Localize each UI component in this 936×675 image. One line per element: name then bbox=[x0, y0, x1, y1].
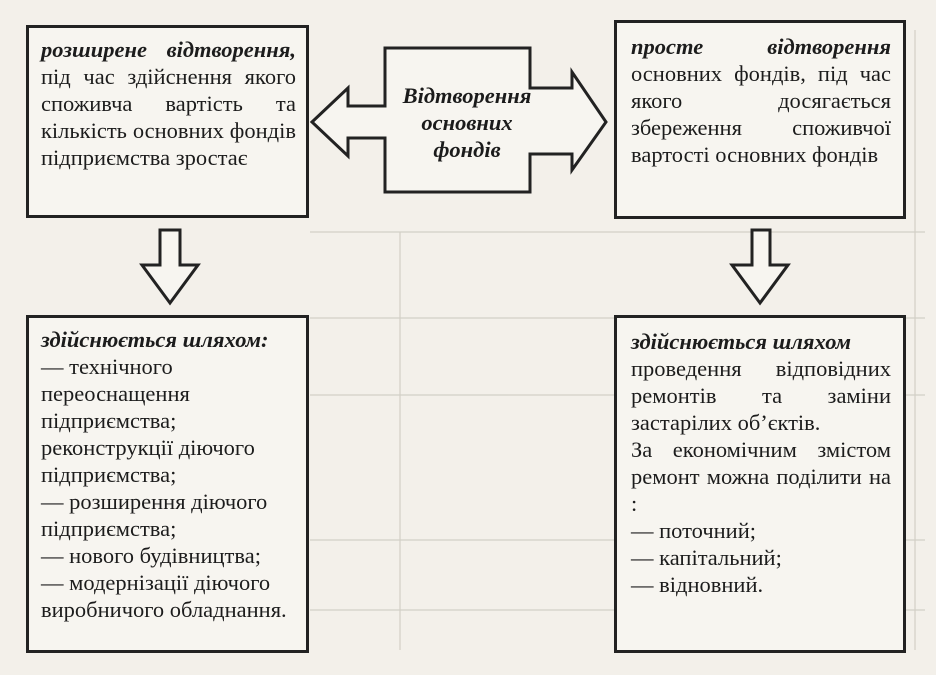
simple-methods-heading: здійснюється шляхом bbox=[631, 329, 852, 354]
double-arrow-horizontal bbox=[309, 46, 608, 194]
down-arrow-right bbox=[729, 228, 791, 306]
list-item: — модернізації діючого виробничого облад… bbox=[41, 570, 287, 622]
box-simple-methods: здійснюється шляхом проведення відповідн… bbox=[614, 315, 906, 653]
list-item: — відновний. bbox=[631, 572, 764, 597]
expanded-methods-list: — технічного переоснащення підприємства;… bbox=[41, 353, 296, 623]
simple-methods-text-2: За економічним змістом ремонт можна поді… bbox=[631, 437, 891, 516]
expanded-methods-heading: здійснюється шляхом: bbox=[41, 327, 269, 352]
term-expanded-reproduction: розширене відтворення, bbox=[41, 37, 296, 62]
down-arrow-left bbox=[139, 228, 201, 306]
list-item: — технічного переоснащення підприємства; bbox=[41, 354, 190, 433]
box-expanded-methods: здійснюється шляхом: — технічного переос… bbox=[26, 315, 309, 653]
simple-reproduction-description: основних фондів, під час якого досягаєть… bbox=[631, 61, 891, 167]
term-simple-reproduction: просте відтворення bbox=[631, 34, 891, 59]
repair-types-list: — поточний; — капітальний; — відновний. bbox=[631, 517, 891, 598]
expanded-reproduction-description: під час здійснення якого споживча вартіс… bbox=[41, 64, 296, 170]
list-item: — розширення діючого підприємства; bbox=[41, 489, 268, 541]
simple-reproduction-text: просте відтворення основних фондів, під … bbox=[631, 33, 891, 168]
list-item: — поточний; bbox=[631, 518, 757, 543]
list-item: реконструкції діючого підприємства; bbox=[41, 435, 255, 487]
box-simple-reproduction: просте відтворення основних фондів, під … bbox=[614, 20, 906, 219]
box-expanded-reproduction: розширене відтворення, під час здійсненн… bbox=[26, 25, 309, 218]
list-item: — капітальний; bbox=[631, 545, 782, 570]
list-item: — нового будівництва; bbox=[41, 543, 261, 568]
center-title: Відтворення основних фондів bbox=[402, 83, 532, 162]
simple-methods-text-1: проведення відповідних ремонтів та замін… bbox=[631, 356, 891, 435]
expanded-reproduction-text: розширене відтворення, під час здійсненн… bbox=[41, 36, 296, 171]
